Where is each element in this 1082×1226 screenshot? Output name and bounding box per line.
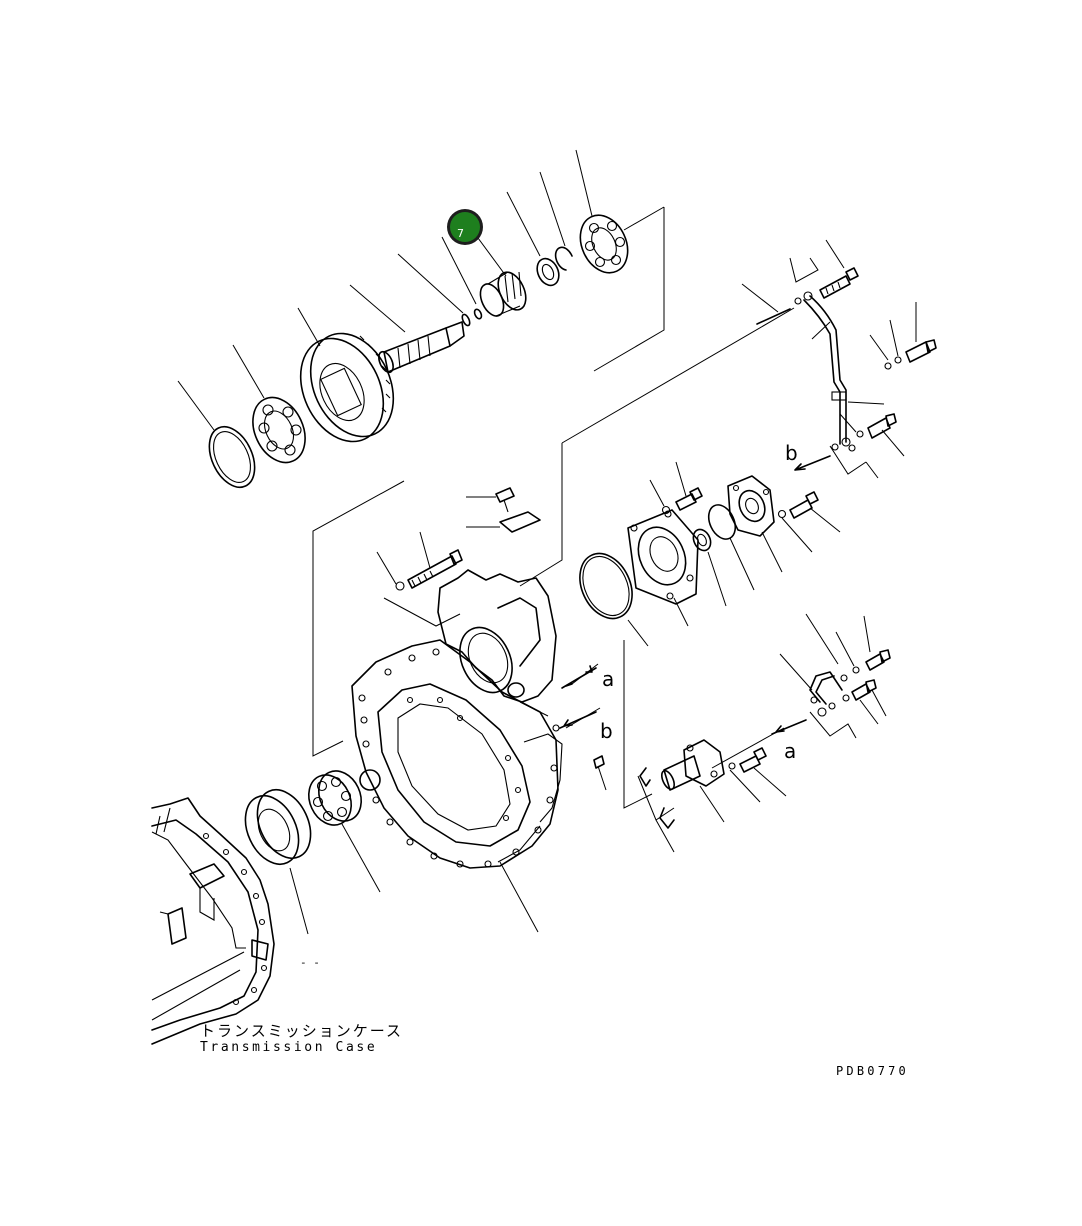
plug-small — [466, 487, 515, 513]
drain-plug — [593, 755, 607, 791]
mounting-bolt-long — [376, 531, 463, 591]
ref-label-b-upper: b — [785, 441, 798, 465]
group-bracket-housing — [312, 307, 795, 757]
ref-label-a-lower: a — [784, 739, 796, 763]
roller-bearing-right — [575, 149, 629, 274]
lock-plate — [637, 767, 675, 853]
drawing-code: PDB0770 — [836, 1064, 909, 1078]
flange-cover — [727, 475, 783, 573]
lock-nut — [692, 528, 727, 607]
gear-large — [297, 307, 395, 443]
washer-small — [397, 236, 483, 327]
o-ring-small — [707, 504, 755, 591]
trunnion-bolt — [728, 747, 787, 803]
callout-number: 7 — [457, 227, 464, 240]
cover-bolt — [649, 461, 703, 515]
dash-marker: - - — [300, 956, 320, 969]
oil-pipe-assembly — [741, 239, 937, 479]
case-label-english: Transmission Case — [200, 1040, 378, 1055]
needle-bearing — [477, 237, 527, 317]
bearing-race — [244, 789, 312, 935]
ref-label-a-housing: a — [602, 667, 614, 691]
bracket-bolt — [383, 597, 461, 627]
o-ring-large — [579, 552, 649, 647]
transmission-housing — [351, 569, 563, 933]
spline-shaft — [349, 284, 465, 374]
snap-ring-large — [177, 380, 256, 489]
case-label-japanese: トランスミッションケース — [200, 1022, 403, 1040]
flange-bolt — [777, 491, 841, 553]
transmission-case — [151, 797, 275, 1045]
retainer-ring — [506, 191, 560, 287]
ref-arrow-b-housing — [559, 711, 597, 729]
trunnion-shaft — [661, 739, 725, 823]
gasket-plate — [466, 511, 541, 533]
group-bracket-lower — [623, 640, 653, 809]
bearing-cover — [627, 509, 699, 627]
roller-bearing-left — [232, 344, 306, 464]
roller-bearing-lower — [308, 770, 381, 893]
group-bracket-upper — [593, 206, 665, 372]
snap-ring-small — [539, 171, 573, 271]
lower-pipe-assembly — [779, 613, 891, 739]
part-number-callout: 7 — [447, 209, 483, 245]
ref-label-b-housing: b — [600, 719, 613, 743]
ref-arrow-b-upper — [794, 455, 831, 471]
